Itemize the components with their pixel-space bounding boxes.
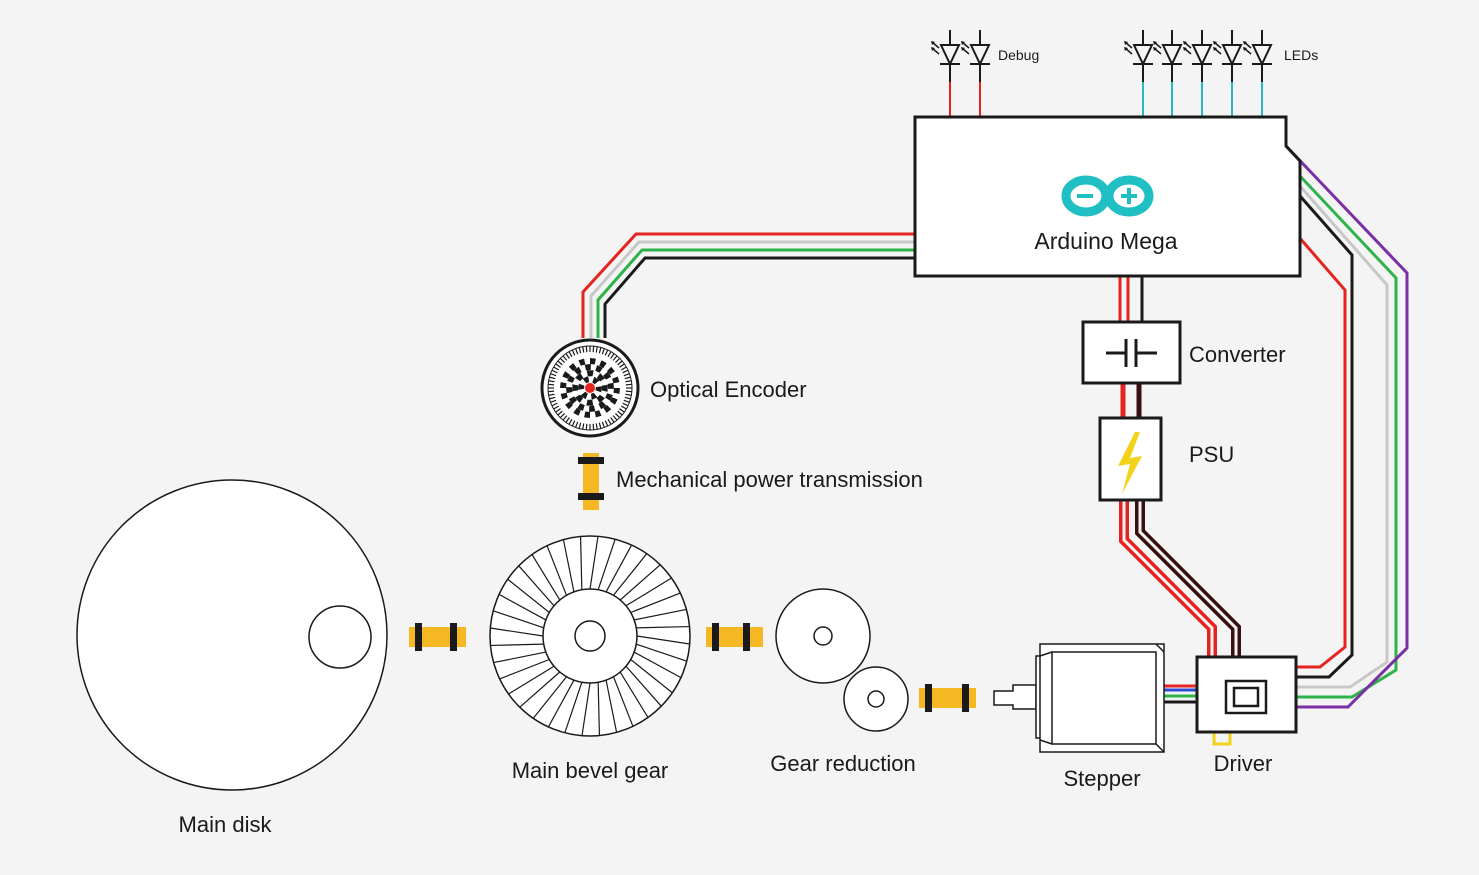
stepper-wires [1164, 684, 1197, 704]
gear-reduction-label: Gear reduction [770, 751, 916, 776]
psu[interactable] [1098, 416, 1163, 502]
stepper-motor[interactable] [993, 643, 1165, 753]
stepper-driver[interactable] [1195, 655, 1298, 746]
coupling-disk-gear [409, 623, 466, 651]
optical-encoder-disc-icon [548, 346, 632, 430]
coupling-encoder-vertical [578, 453, 604, 510]
converter-psu-wires [1120, 383, 1142, 418]
arduino-logo-icon [1061, 175, 1154, 217]
main-bevel-gear[interactable] [489, 535, 691, 737]
encoder-wires [581, 232, 915, 338]
status-leds [1124, 30, 1273, 117]
coupling-gear-reduction [706, 623, 763, 651]
main-disk[interactable] [76, 479, 388, 791]
arduino-label: Arduino Mega [1034, 228, 1177, 254]
stepper-label: Stepper [1063, 766, 1140, 791]
psu-label: PSU [1189, 442, 1234, 467]
arduino-converter-wires [1118, 276, 1144, 322]
arduino-mega-board[interactable]: Arduino Mega [913, 115, 1302, 278]
psu-driver-power-wires [1119, 500, 1241, 657]
led-icon [961, 30, 991, 117]
converter[interactable] [1081, 320, 1182, 385]
gear-reduction[interactable] [775, 588, 909, 732]
led-icon [1124, 30, 1154, 117]
led-icon [1183, 30, 1213, 117]
coupling-reduction-stepper [919, 684, 976, 712]
mechanical-transmission-label: Mechanical power transmission [616, 467, 923, 492]
debug-leds [931, 30, 991, 117]
led-icon [1213, 30, 1243, 117]
converter-label: Converter [1189, 342, 1286, 367]
led-icon [1243, 30, 1273, 117]
optical-encoder-label: Optical Encoder [650, 377, 807, 402]
main-disk-label: Main disk [179, 812, 273, 837]
driver-label: Driver [1214, 751, 1273, 776]
led-icon [1153, 30, 1183, 117]
leds-label: LEDs [1284, 47, 1318, 63]
led-icon [931, 30, 961, 117]
optical-encoder[interactable] [540, 338, 640, 438]
driver-control-wires [1284, 144, 1409, 709]
lightning-bolt-icon [1118, 432, 1142, 494]
main-bevel-gear-label: Main bevel gear [512, 758, 669, 783]
capacitor-symbol-icon [1106, 339, 1157, 367]
debug-label: Debug [998, 47, 1039, 63]
